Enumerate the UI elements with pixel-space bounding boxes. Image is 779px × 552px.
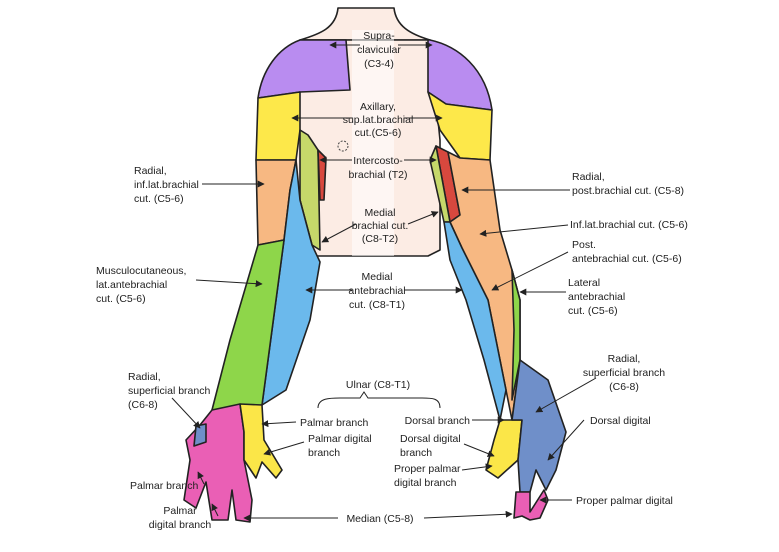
label-radial-inf-lat-left-line2: inf.lat.brachial [134, 179, 199, 191]
label-radial-superficial-left-line2: superficial branch [128, 385, 210, 397]
label-radial-superficial-right-line1: Radial, [608, 353, 641, 365]
label-musculocutaneous-line1: Musculocutaneous, [96, 265, 186, 277]
label-musculocutaneous-line3: cut. (C5-6) [96, 293, 146, 305]
right-lateral-antebrachial-region [511, 269, 521, 401]
label-axillary-line3: cut.(C5-6) [355, 127, 402, 139]
label-median: Median (C5-8) [346, 513, 413, 525]
ulnar-bracket [317, 391, 441, 409]
right-radial-posterior-region [447, 151, 521, 421]
left-palm-ulnar-region [239, 403, 283, 479]
label-medial-antebrachial-line3: cut. (C8-T1) [349, 299, 405, 311]
label-medial-brachial-line1: Medial [365, 207, 396, 219]
right-medial-antebrachial-region [443, 221, 507, 421]
label-palmar-digital-left-line1: Palmar [163, 505, 197, 517]
label-inf-lat-brachial-right: Inf.lat.brachial cut. (C5-6) [570, 219, 688, 231]
left-supraclavicular-region [257, 39, 351, 99]
leader-lines [171, 41, 597, 522]
label-lateral-antebrachial-line2: antebrachial [568, 291, 625, 303]
label-post-antebrachial-line1: Post. [572, 239, 596, 251]
right-fingertips-median-region [513, 489, 549, 521]
label-radial-inf-lat-left-line1: Radial, [134, 165, 167, 177]
label-lateral-antebrachial-line3: cut. (C5-6) [568, 305, 618, 317]
label-palmar-branch-center: Palmar branch [300, 417, 368, 429]
label-supraclavicular-line2: clavicular [357, 44, 401, 56]
label-post-antebrachial-line2: antebrachial cut. (C5-6) [572, 253, 682, 265]
right-ulnar-dorsal-region [485, 419, 523, 479]
left-intercostobrachial-region [317, 149, 327, 201]
label-musculocutaneous-line2: lat.antebrachial [96, 279, 167, 291]
label-radial-post-brachial-line2: post.brachial cut. (C5-8) [572, 185, 684, 197]
label-axillary-line2: sup.lat.brachial [343, 114, 414, 126]
label-ulnar-header: Ulnar (C8-T1) [346, 379, 410, 391]
label-lateral-antebrachial-line1: Lateral [568, 277, 600, 289]
label-palmar-digital-center-line1: Palmar digital [308, 433, 372, 445]
label-intercostobrachial-line2: brachial (T2) [349, 169, 408, 181]
label-radial-inf-lat-left-line3: cut. (C5-6) [134, 193, 184, 205]
label-dorsal-digital-branch-line1: Dorsal digital [400, 433, 461, 445]
label-dorsal-branch: Dorsal branch [405, 415, 471, 427]
label-radial-post-brachial-line1: Radial, [572, 171, 605, 183]
label-supraclavicular-line1: Supra- [363, 30, 395, 42]
label-dorsal-digital: Dorsal digital [590, 415, 651, 427]
label-axillary-line1: Axillary, [360, 101, 396, 113]
labels: Supra- clavicular (C3-4) Axillary, sup.l… [96, 30, 688, 531]
label-palmar-digital-center-line2: branch [308, 447, 340, 459]
nipple-marker [337, 140, 349, 152]
label-radial-superficial-right-line3: (C6-8) [609, 381, 639, 393]
label-intercostobrachial-line1: Intercosto- [353, 155, 403, 167]
label-proper-palmar-digital: Proper palmar digital [576, 495, 673, 507]
label-medial-antebrachial-line1: Medial [362, 271, 393, 283]
left-arm [183, 39, 351, 523]
left-medial-antebrachial-region [261, 159, 321, 406]
label-dorsal-digital-branch-line2: branch [400, 447, 432, 459]
label-radial-superficial-left-line3: (C6-8) [128, 399, 158, 411]
right-arm [427, 39, 567, 521]
label-radial-superficial-left-line1: Radial, [128, 371, 161, 383]
midline-strip [352, 30, 394, 256]
label-proper-palmar-digital-branch-line2: digital branch [394, 477, 457, 489]
label-medial-antebrachial-line2: antebrachial [348, 285, 405, 297]
label-palmar-digital-left-line2: digital branch [149, 519, 212, 531]
label-radial-superficial-right-line2: superficial branch [583, 367, 665, 379]
label-supraclavicular-line3: (C3-4) [364, 58, 394, 70]
torso [287, 7, 441, 257]
label-medial-brachial-line3: (C8-T2) [362, 233, 398, 245]
left-axillary-region [255, 91, 301, 161]
left-radial-superficial-patch [193, 423, 207, 447]
label-palmar-branch-left: Palmar branch [130, 480, 198, 492]
label-proper-palmar-digital-branch-line1: Proper palmar [394, 463, 461, 475]
label-medial-brachial-line2: brachial cut. [352, 220, 409, 232]
